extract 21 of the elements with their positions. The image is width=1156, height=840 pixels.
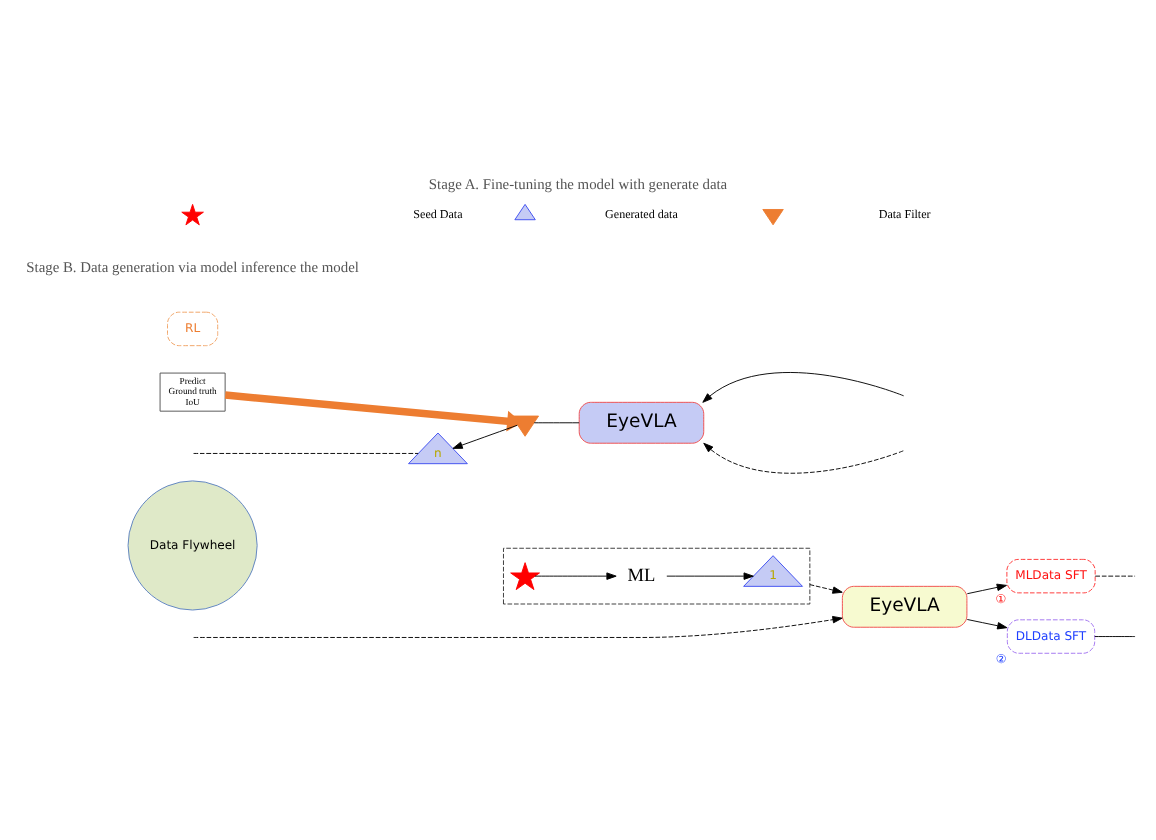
connector: [1094, 636, 1136, 637]
node-funnel: [511, 415, 540, 437]
arrow: [702, 372, 905, 403]
node-star: [510, 562, 540, 591]
arrow: [966, 619, 1008, 630]
connector: [193, 453, 419, 454]
diagram-title: Stage A. Fine-tuning the model with generate data: [428, 175, 728, 194]
node-box: EyeVLA: [578, 401, 705, 444]
arrow: [452, 424, 518, 449]
caption: Stage B. Data generation via model inference the model: [26, 258, 359, 277]
arrow: [809, 584, 843, 594]
arrow: [666, 572, 754, 580]
arrow: [534, 572, 617, 580]
connector: [533, 422, 580, 424]
node-box: EyeVLA: [841, 585, 968, 628]
arrow: [703, 442, 905, 474]
arrow: [966, 583, 1007, 595]
arrow: [193, 615, 843, 638]
arrow: [224, 391, 522, 432]
cluster: [503, 547, 811, 605]
node-text: ML: [627, 566, 656, 587]
